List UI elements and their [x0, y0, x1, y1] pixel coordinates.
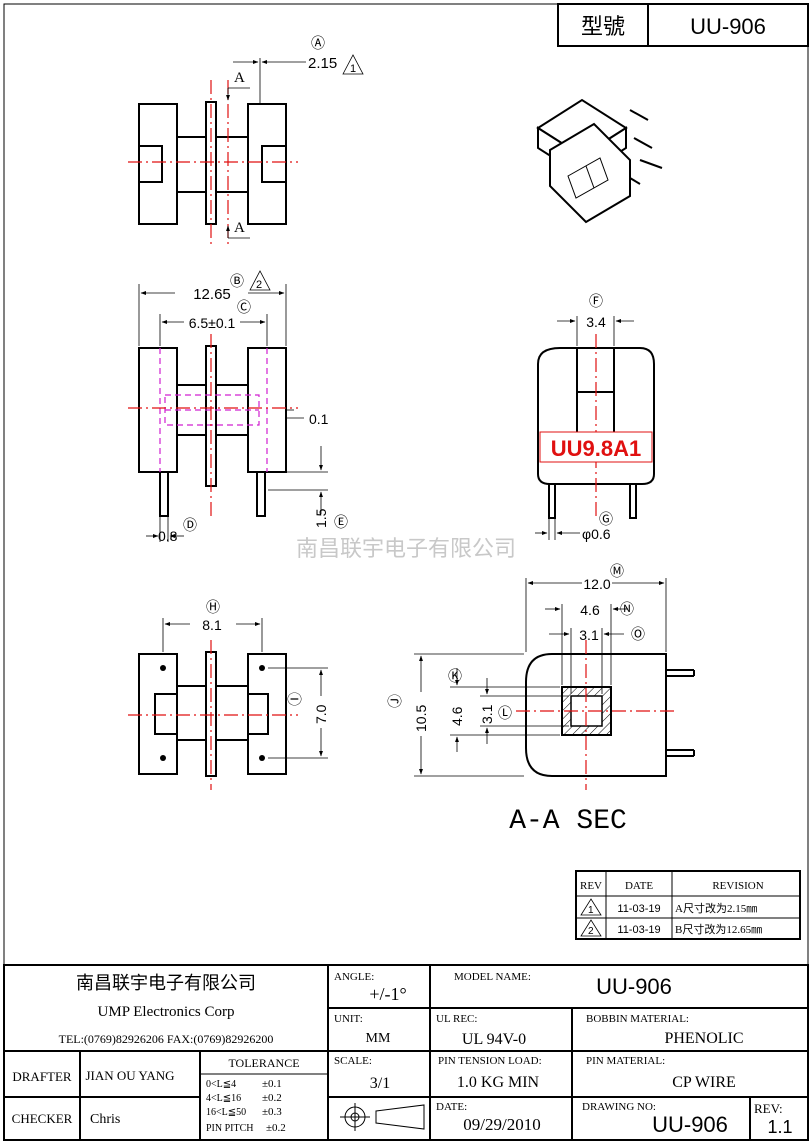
dim-m-circle: Ⓜ [610, 563, 624, 579]
dim-section-3-1: 3.1 [579, 627, 599, 643]
date-value: 09/29/2010 [463, 1115, 540, 1134]
checker-value: Chris [90, 1112, 120, 1127]
rev-header-revision: REVISION [712, 880, 763, 892]
dim-section-h-3-1: 3.1 [479, 704, 495, 724]
rev-triangle-2: 2 [256, 279, 262, 291]
section-title: A-A SEC [509, 806, 627, 837]
date-label: DATE: [436, 1101, 467, 1113]
section-mark-bottom: A [234, 220, 245, 236]
dim-g-circle: Ⓖ [599, 511, 613, 527]
dim-k-circle: Ⓚ [448, 668, 462, 684]
pin-tension-label: PIN TENSION LOAD: [438, 1055, 542, 1067]
dim-bottom-8-1: 8.1 [202, 617, 222, 633]
pin-tension-value: 1.0 KG MIN [457, 1074, 540, 1091]
title-block: 南昌联宇电子有限公司 UMP Electronics Corp TEL:(076… [3, 964, 809, 1141]
rev-value: 1.1 [767, 1117, 792, 1137]
dim-j-circle: Ⓙ [387, 694, 403, 708]
ul-label: UL REC: [436, 1013, 477, 1025]
tolerance-label: TOLERANCE [228, 1056, 299, 1070]
dim-pin-diameter: φ0.6 [582, 526, 611, 542]
front-view: A A 2.15 Ⓐ 1 [128, 35, 364, 244]
rev-row-2-text: B尺寸改为12.65㎜ [675, 922, 762, 936]
bobbin-material-value: PHENOLIC [664, 1030, 743, 1047]
dim-e-circle: Ⓔ [334, 514, 348, 530]
side-view: UU9.8A1 3.4 Ⓕ φ0.6 Ⓖ [535, 293, 655, 542]
dim-i-circle: Ⓘ [287, 692, 303, 706]
bobbin-marking-label: UU9.8A1 [551, 436, 641, 461]
top-view: 12.65 Ⓑ 2 6.5±0.1 Ⓒ 0.1 0.8 Ⓓ 1.5 Ⓔ [128, 270, 348, 544]
angle-value: +/-1° [369, 984, 406, 1004]
dim-l-circle: Ⓛ [498, 705, 512, 721]
company-name-en: UMP Electronics Corp [98, 1004, 235, 1020]
dim-inner-6-5: 6.5±0.1 [189, 315, 236, 331]
rev-triangle-1: 1 [350, 63, 356, 75]
dim-a-value: 2.15 [308, 55, 337, 72]
dim-side-3-4: 3.4 [586, 314, 606, 330]
model-name-value: UU-906 [596, 974, 672, 999]
sheet-border [3, 3, 809, 1141]
scale-value: 3/1 [370, 1075, 390, 1092]
dim-width-12-65: 12.65 [193, 286, 231, 303]
company-name-cn: 南昌联宇电子有限公司 [76, 973, 256, 993]
header-model: UU-906 [690, 14, 766, 39]
drafter-value: JIAN OU YANG [85, 1068, 174, 1083]
dim-b-circle: Ⓑ [230, 273, 244, 289]
tolerance-range-1: 0<L≦4 [206, 1079, 236, 1090]
scale-label: SCALE: [334, 1055, 372, 1067]
drafter-label: DRAFTER [12, 1069, 72, 1084]
rev-header-date: DATE [625, 880, 653, 892]
unit-value: MM [366, 1031, 391, 1046]
dim-section-h-4-6: 4.6 [449, 706, 465, 726]
tolerance-range-2: 4<L≦16 [206, 1093, 241, 1104]
tolerance-value-1: ±0.1 [262, 1078, 282, 1090]
tolerance-value-3: ±0.3 [262, 1106, 282, 1118]
dim-d-circle: Ⓓ [183, 517, 197, 533]
rev-row-1-rev: 1 [588, 905, 594, 916]
angle-label: ANGLE: [334, 971, 374, 983]
ul-value: UL 94V-0 [462, 1031, 526, 1048]
company-contact: TEL:(0769)82926206 FAX:(0769)82926200 [59, 1032, 274, 1046]
bottom-view: 8.1 Ⓗ 7.0 Ⓘ [128, 599, 329, 790]
model-name-label: MODEL NAME: [454, 971, 531, 983]
dim-pin-length-1-5: 1.5 [313, 508, 329, 528]
isometric-view [536, 98, 663, 224]
dim-a-circle: Ⓐ [311, 35, 325, 51]
tolerance-value-2: ±0.2 [262, 1092, 282, 1104]
dim-c-circle: Ⓒ [237, 299, 251, 315]
rev-row-1-date: 11-03-19 [617, 903, 660, 915]
watermark-text: 南昌联宇电子有限公司 [296, 536, 516, 561]
header-label: 型號 [581, 14, 625, 39]
section-mark-top: A [234, 70, 245, 86]
dim-gap-0-1: 0.1 [309, 411, 329, 427]
rev-row-2-rev: 2 [588, 926, 594, 937]
dim-section-12-0: 12.0 [583, 576, 610, 592]
dim-h-circle: Ⓗ [206, 599, 220, 615]
drawing-number-label: DRAWING NO: [582, 1101, 656, 1113]
unit-label: UNIT: [334, 1013, 363, 1025]
projection-symbol-icon [340, 1103, 425, 1131]
dim-f-circle: Ⓕ [589, 293, 603, 309]
pin-material-label: PIN MATERIAL: [586, 1055, 665, 1067]
dim-section-4-6: 4.6 [580, 602, 600, 618]
checker-label: CHECKER [12, 1111, 73, 1126]
rev-row-2-date: 11-03-19 [617, 924, 660, 936]
pin-material-value: CP WIRE [672, 1074, 736, 1091]
tolerance-range-4: PIN PITCH [206, 1123, 254, 1134]
dim-pin-0-8: 0.8 [158, 528, 178, 544]
section-view: 12.0 Ⓜ 4.6 Ⓝ 3.1 Ⓞ 10.5 Ⓙ 4.6 Ⓚ 3.1 [387, 563, 695, 837]
dim-n-circle: Ⓝ [620, 601, 634, 617]
drawing-number-value: UU-906 [652, 1112, 728, 1137]
rev-row-1-text: A尺寸改为2.15㎜ [675, 901, 757, 915]
header-model-box: 型號 UU-906 [557, 3, 809, 47]
bobbin-material-label: BOBBIN MATERIAL: [586, 1013, 689, 1025]
revision-table: REV DATE REVISION 1 11-03-19 A尺寸改为2.15㎜ … [575, 870, 801, 940]
rev-label: REV: [754, 1101, 783, 1116]
tolerance-value-4: ±0.2 [266, 1122, 286, 1134]
dim-o-circle: Ⓞ [631, 626, 645, 642]
dim-bottom-7-0: 7.0 [313, 704, 329, 724]
dim-section-10-5: 10.5 [413, 705, 429, 732]
tolerance-range-3: 16<L≦50 [206, 1107, 246, 1118]
rev-header-rev: REV [580, 880, 602, 892]
